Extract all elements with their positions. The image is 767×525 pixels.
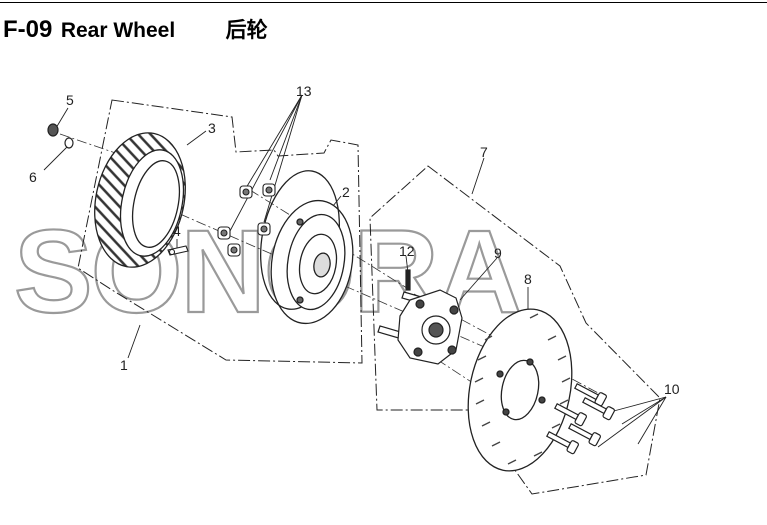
callout-9: 10 [664, 381, 680, 397]
cap-part-5 [47, 123, 59, 137]
nut-c [257, 222, 271, 236]
nut-a [239, 185, 253, 199]
header-rule [0, 2, 767, 3]
assembly-frames [77, 99, 661, 495]
nut-b [262, 183, 276, 197]
callout-13: 13 [296, 83, 312, 99]
valve-part-4 [167, 245, 189, 256]
callout-10: 9 [494, 245, 502, 261]
bolt-d [568, 422, 601, 447]
bolt-e [546, 430, 579, 455]
page-title: F-09 Rear Wheel 后轮 [3, 14, 268, 44]
title-name-cn: 后轮 [225, 18, 268, 42]
bolts-part-9 [546, 382, 615, 455]
frame-wheel-assembly [77, 99, 363, 364]
rim-part-2 [260, 170, 354, 325]
callout-1: 1 [120, 357, 128, 373]
nuts-part-13 [217, 183, 276, 257]
nut-d [217, 226, 231, 240]
bolt-c [554, 402, 587, 427]
callout-7: 7 [480, 144, 488, 160]
tire-part-3 [94, 132, 186, 268]
callout-6: 6 [29, 169, 37, 185]
callout-12: 12 [399, 243, 415, 259]
callout-5: 5 [66, 92, 74, 108]
callout-8: 8 [524, 271, 532, 287]
callout-3: 3 [208, 120, 216, 136]
hub-flange-part-10 [397, 289, 463, 365]
title-code: F-09 [3, 16, 53, 43]
nut-e [227, 243, 241, 257]
frame-hub-assembly [369, 165, 661, 495]
brake-disc-part-8 [467, 308, 573, 472]
callout-4: 4 [173, 223, 181, 239]
title-name: Rear Wheel [60, 19, 176, 42]
washer-part-6 [64, 137, 74, 149]
callout-2: 2 [342, 184, 350, 200]
bolt-b [582, 396, 615, 421]
